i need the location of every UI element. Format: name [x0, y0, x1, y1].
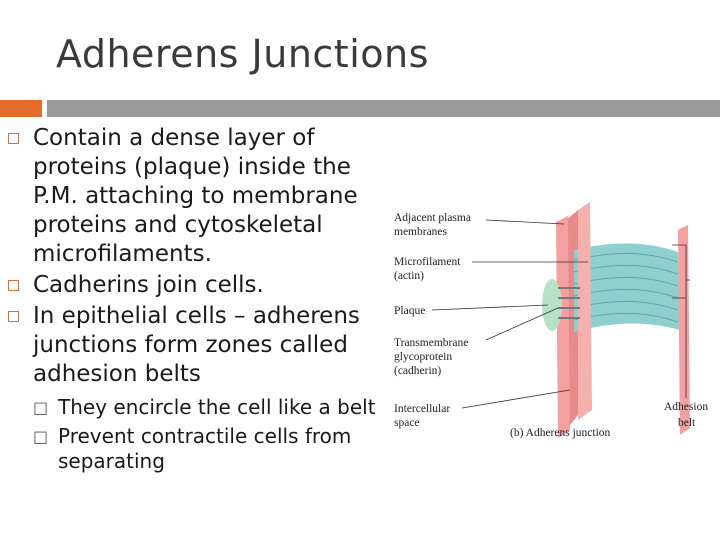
bullet-square-icon [8, 133, 19, 144]
label-adjacent-line1: Adjacent plasma [394, 212, 471, 224]
divider-bar [47, 100, 720, 117]
adherens-junction-diagram: Adjacent plasma membranes Microfilament … [394, 202, 708, 439]
bullet-text: In epithelial cells – adherens junctions… [33, 303, 360, 387]
bullet-item: Cadherins join cells. [8, 271, 388, 300]
cadherin-links [558, 287, 580, 319]
label-microfilament-line1: Microfilament [394, 256, 461, 268]
sub-bullet-item: □ They encircle the cell like a belt [8, 395, 388, 420]
label-adhesion-line2: belt [678, 417, 696, 429]
label-plaque: Plaque [394, 305, 425, 317]
membrane-left [556, 216, 570, 438]
sub-bullet-text: Prevent contractile cells from separatin… [58, 424, 352, 473]
diagram-caption: (b) Adherens junction [510, 427, 611, 439]
bullet-list: Contain a dense layer of proteins (plaqu… [8, 124, 388, 474]
bullet-item: In epithelial cells – adherens junctions… [8, 302, 388, 389]
label-transmembrane-line2: glycoprotein [394, 351, 452, 363]
bullet-text: Contain a dense layer of proteins (plaqu… [33, 125, 358, 267]
bullet-item: Contain a dense layer of proteins (plaqu… [8, 124, 388, 269]
membrane-right [678, 225, 690, 435]
sub-bullet-box-icon: □ [33, 398, 49, 417]
microfilament-band [574, 243, 680, 332]
membrane-front [578, 202, 592, 420]
bullet-text: Cadherins join cells. [33, 272, 264, 298]
bullet-square-icon [8, 280, 19, 291]
label-adjacent-line2: membranes [394, 226, 448, 238]
bullet-square-icon [8, 311, 19, 322]
label-microfilament-line2: (actin) [394, 270, 424, 282]
sub-bullet-box-icon: □ [33, 427, 49, 446]
sub-bullet-text: They encircle the cell like a belt [58, 395, 376, 419]
sub-bullet-item: □ Prevent contractile cells from separat… [8, 424, 388, 474]
label-transmembrane-line1: Transmembrane [394, 337, 468, 349]
accent-bar [0, 100, 42, 117]
label-intercellular-line2: space [394, 417, 420, 429]
label-intercellular-line1: Intercellular [394, 403, 450, 415]
plaque [542, 279, 562, 331]
label-transmembrane-line3: (cadherin) [394, 365, 441, 377]
leader-lines [431, 219, 690, 409]
slide-title: Adherens Junctions [56, 32, 429, 76]
label-adhesion-line1: Adhesion [664, 401, 708, 413]
